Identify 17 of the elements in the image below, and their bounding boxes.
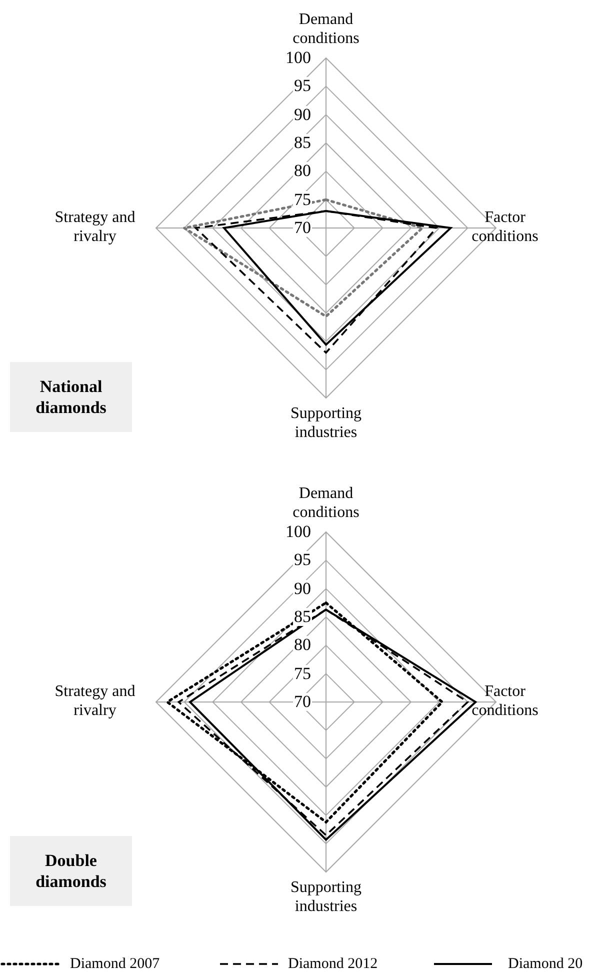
axis-label: Demand conditions — [292, 484, 360, 522]
axis-label: Factor conditions — [470, 208, 540, 246]
tick-label: 70 — [293, 219, 312, 237]
axis-label: Supporting industries — [289, 878, 363, 916]
legend-label: Diamond 2007 — [70, 955, 160, 973]
panel-label: Double diamonds — [10, 836, 132, 906]
axis-label: Demand conditions — [292, 10, 360, 48]
axis-label: Strategy and rivalry — [54, 208, 136, 246]
legend-label: Diamond 2012 — [288, 955, 378, 973]
axis-label: Factor conditions — [470, 682, 540, 720]
tick-label: 70 — [293, 693, 312, 711]
legend-label: Diamond 20 — [508, 955, 583, 973]
tick-label: 85 — [293, 608, 312, 626]
panel-label: National diamonds — [10, 362, 132, 432]
axis-label: Strategy and rivalry — [54, 682, 136, 720]
tick-label: 75 — [293, 190, 312, 209]
axis-label: Supporting industries — [289, 404, 363, 442]
